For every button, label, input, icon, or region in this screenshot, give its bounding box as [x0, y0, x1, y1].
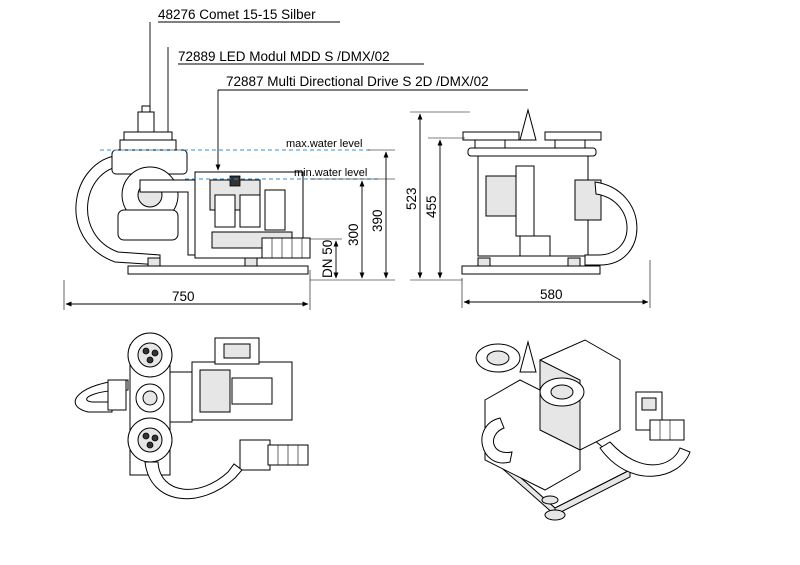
- callout-led-label: 72889 LED Modul MDD S /DMX/02: [178, 49, 390, 64]
- min-water-label: min.water level: [294, 167, 367, 179]
- callout-drive-label: 72887 Multi Directional Drive S 2D /DMX/…: [226, 74, 489, 89]
- water-levels: max.water level min.water level: [100, 138, 378, 180]
- front-dimensions: 523 455 580: [404, 111, 651, 308]
- isometric-view: [475, 339, 691, 521]
- callout-comet: 48276 Comet 15-15 Silber: [147, 7, 340, 119]
- dim-523: 523: [404, 187, 419, 210]
- dim-455: 455: [424, 195, 439, 218]
- side-view: [75, 105, 311, 275]
- top-hose-lower: [144, 461, 243, 500]
- iso-hose-left: [481, 417, 513, 464]
- front-view: [461, 108, 638, 275]
- callout-led: 72889 LED Modul MDD S /DMX/02: [165, 47, 424, 156]
- dim-750: 750: [172, 289, 195, 304]
- iso-hose-right: [599, 441, 691, 477]
- dim-300: 300: [346, 223, 361, 246]
- dim-580: 580: [540, 287, 563, 302]
- top-view: [74, 332, 309, 500]
- dim-390: 390: [370, 209, 385, 232]
- max-water-label: max.water level: [286, 138, 362, 150]
- callout-drive: 72887 Multi Directional Drive S 2D /DMX/…: [215, 74, 528, 171]
- front-hose: [584, 181, 638, 266]
- side-dimensions: 750 DN 50 300 390: [63, 149, 395, 310]
- dim-dn50: DN 50: [320, 240, 335, 278]
- callout-comet-label: 48276 Comet 15-15 Silber: [158, 7, 316, 22]
